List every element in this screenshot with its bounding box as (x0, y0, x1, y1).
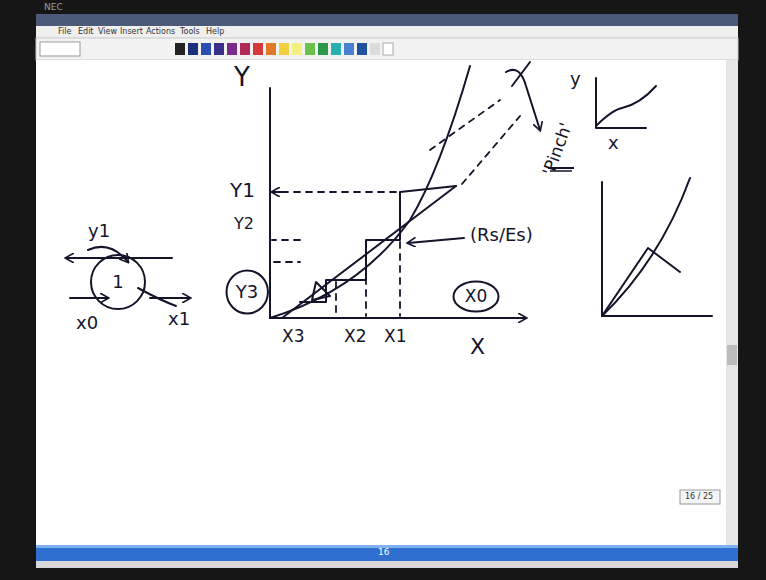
node-text: X0 (465, 288, 487, 305)
menu-item: File (58, 28, 71, 36)
circled-label: X0 (452, 280, 500, 313)
stream-label: x0 (76, 314, 98, 332)
menu-item: Actions (146, 28, 175, 36)
menu-item: Insert (120, 28, 143, 36)
axis-label: Y (234, 64, 250, 90)
axis-label: x (608, 134, 619, 152)
logo-text: NEC (44, 3, 63, 12)
menu-item: Edit (78, 28, 94, 36)
menu-item: Help (206, 28, 224, 36)
annotation: (Rs/Es) (470, 226, 533, 244)
stream-label: x1 (168, 310, 190, 328)
progress-number: 16 (378, 548, 389, 557)
stream-label: y1 (88, 222, 110, 240)
axis-tick-label: X3 (282, 328, 304, 345)
toolbar-swatches (175, 43, 393, 55)
axis-tick-label: Y2 (234, 216, 254, 232)
page-counter: 16 / 25 (685, 493, 713, 501)
node-text: Y3 (236, 283, 258, 301)
stage-number: 1 (103, 267, 133, 297)
axis-tick-label: X1 (384, 328, 406, 345)
menu-item: View (98, 28, 117, 36)
axis-tick-label: X2 (344, 328, 366, 345)
axis-label: y (570, 70, 581, 88)
menu-item: Tools (180, 28, 200, 36)
axis-label: X (470, 336, 485, 358)
axis-tick-label: Y1 (230, 180, 255, 200)
node-text: 1 (112, 273, 123, 291)
circled-label: Y3 (225, 269, 269, 315)
